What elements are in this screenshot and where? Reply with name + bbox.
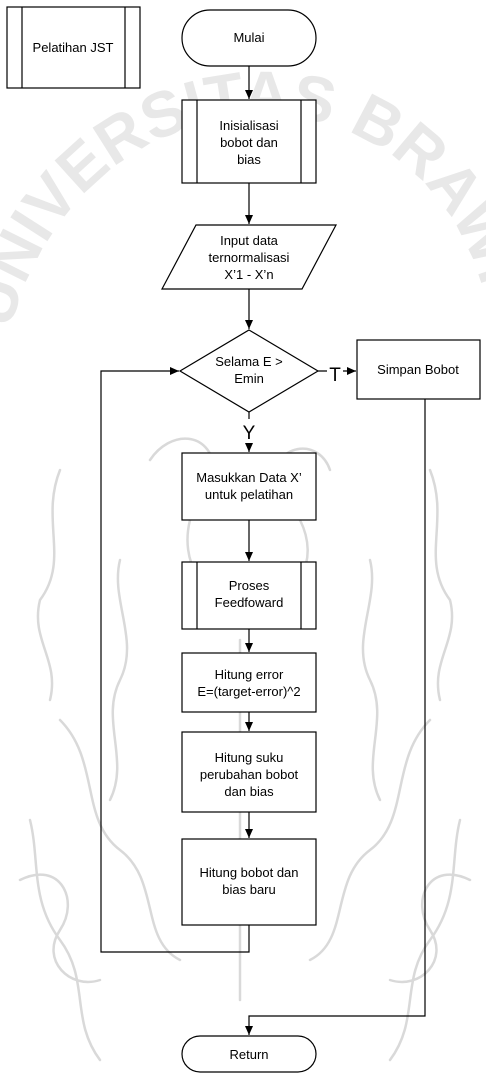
feedforward-process: Proses Feedfoward: [181, 561, 317, 630]
update-line-2: bias baru: [222, 882, 275, 897]
error-line-1: Hitung error: [215, 667, 284, 682]
delta-process: Hitung suku perubahan bobot dan bias: [181, 731, 317, 813]
save-process: Simpan Bobot: [356, 339, 481, 400]
input-line-1: Input data: [220, 233, 279, 248]
start-terminator: Mulai: [181, 9, 317, 67]
step-input-line-2: untuk pelatihan: [205, 487, 293, 502]
update-process: Hitung bobot dan bias baru: [181, 838, 317, 926]
init-line-3: bias: [237, 152, 261, 167]
end-label: Return: [229, 1047, 268, 1062]
step-input-process: Masukkan Data X’ untuk pelatihan: [181, 452, 317, 521]
start-label: Mulai: [233, 30, 264, 45]
delta-line-3: dan bias: [224, 784, 274, 799]
input-line-2: ternormalisasi: [209, 250, 290, 265]
delta-line-1: Hitung suku: [215, 750, 284, 765]
save-label: Simpan Bobot: [377, 362, 459, 377]
connector-loop-back: [100, 367, 250, 953]
decision-line-2: Emin: [234, 371, 264, 386]
error-line-2: E=(target-error)^2: [197, 684, 300, 699]
label-true: T: [329, 365, 341, 386]
feedforward-line-2: Feedfoward: [215, 595, 284, 610]
init-process: Inisialisasi bobot dan bias: [181, 99, 317, 184]
title-box-label: Pelatihan JST: [33, 40, 114, 55]
connector-save-return: [245, 399, 426, 1035]
end-terminator: Return: [181, 1035, 317, 1073]
title-box: Pelatihan JST: [6, 6, 141, 89]
decision-line-1: Selama E >: [215, 354, 283, 369]
init-line-2: bobot dan: [220, 135, 278, 150]
label-yes: Y: [243, 423, 256, 444]
step-input-line-1: Masukkan Data X’: [196, 470, 302, 485]
input-line-3: X’1 - X’n: [224, 267, 273, 282]
delta-line-2: perubahan bobot: [200, 767, 299, 782]
feedforward-line-1: Proses: [229, 578, 270, 593]
decision-diamond: Selama E > Emin: [178, 329, 320, 413]
init-line-1: Inisialisasi: [219, 118, 278, 133]
update-line-1: Hitung bobot dan: [199, 865, 298, 880]
error-process: Hitung error E=(target-error)^2: [181, 652, 317, 713]
input-data: Input data ternormalisasi X’1 - X’n: [161, 224, 337, 290]
